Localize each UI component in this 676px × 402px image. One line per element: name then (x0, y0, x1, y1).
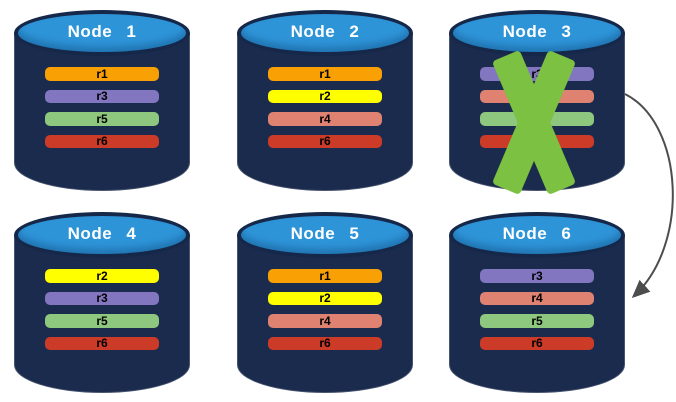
node-1-replica-r5: r5 (45, 112, 159, 126)
node-6-replica-r3: r3 (480, 269, 594, 283)
node-2-top-ellipse: Node 2 (237, 10, 413, 56)
node-2-replica-r1: r1 (268, 67, 382, 81)
node-4-top-ellipse: Node 4 (14, 212, 190, 258)
node-1-replica-list: r1 r3 r5 r6 (45, 67, 159, 148)
node-4-label: Node 4 (67, 224, 137, 243)
node-3: Node 3 r3 r4 r5 r6 (449, 10, 625, 196)
node-5-replica-r1: r1 (268, 269, 382, 283)
node-4-replica-list: r2 r3 r5 r6 (45, 269, 159, 350)
node-5-replica-list: r1 r2 r4 r6 (268, 269, 382, 350)
node-5-replica-r2: r2 (268, 291, 382, 305)
node-6-label: Node 6 (502, 224, 572, 243)
node-2: Node 2 r1 r2 r4 r6 (237, 10, 413, 191)
node-6: Node 6 r3 r4 r5 r6 (449, 212, 625, 393)
node-2-replica-list: r1 r2 r4 r6 (268, 67, 382, 148)
node-4-replica-r5: r5 (45, 314, 159, 328)
node-1-replica-r1: r1 (45, 67, 159, 81)
node-3-top-ellipse: Node 3 (449, 10, 625, 56)
node-2-replica-r2: r2 (268, 89, 382, 103)
node-6-replica-r6: r6 (480, 336, 594, 350)
node-4-replica-r2: r2 (45, 269, 159, 283)
node-2-replica-r4: r4 (268, 112, 382, 126)
node-1-replica-r6: r6 (45, 134, 159, 148)
node-1-top-ellipse: Node 1 (14, 10, 190, 56)
node-5-top-ellipse: Node 5 (237, 212, 413, 258)
node-4: Node 4 r2 r3 r5 r6 (14, 212, 190, 393)
node-6-replica-list: r3 r4 r5 r6 (480, 269, 594, 350)
node-4-replica-r3: r3 (45, 291, 159, 305)
node-5: Node 5 r1 r2 r4 r6 (237, 212, 413, 393)
node-6-replica-r4: r4 (480, 291, 594, 305)
node-1: Node 1 r1 r3 r5 r6 (14, 10, 190, 191)
node-2-label: Node 2 (290, 22, 360, 41)
node-5-replica-r6: r6 (268, 336, 382, 350)
node-2-replica-r6: r6 (268, 134, 382, 148)
node-1-replica-r3: r3 (45, 89, 159, 103)
node-3-label: Node 3 (502, 22, 572, 41)
node-4-replica-r6: r6 (45, 336, 159, 350)
node-1-label: Node 1 (67, 22, 137, 41)
node-6-top-ellipse: Node 6 (449, 212, 625, 258)
node-5-replica-r4: r4 (268, 314, 382, 328)
failover-arrow-path (624, 93, 674, 299)
node-5-label: Node 5 (290, 224, 360, 243)
node-6-replica-r5: r5 (480, 314, 594, 328)
